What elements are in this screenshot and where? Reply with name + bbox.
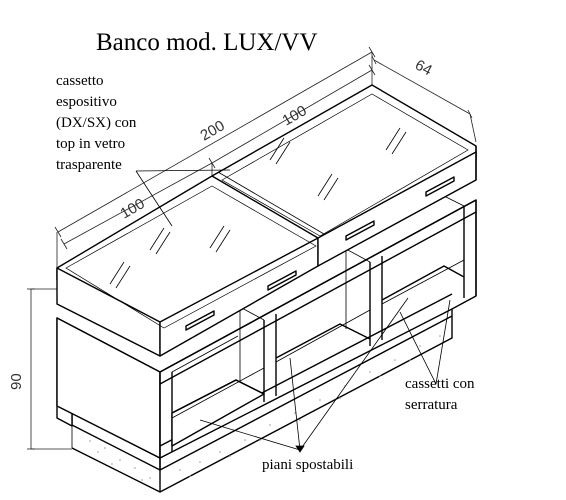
- drawer-handles: [185, 176, 455, 331]
- dim-height: 90: [8, 373, 25, 390]
- dimension-lines: [27, 46, 477, 450]
- dim-total-length: 200: [198, 117, 228, 144]
- display-drawer-label: cassetto espositivo (DX/SX) con top in v…: [56, 73, 140, 173]
- leader-lines: [135, 169, 451, 453]
- drawing-title: Banco mod. LUX/VV: [96, 29, 318, 56]
- plinth-texture: [89, 335, 441, 481]
- display-drawers: [56, 84, 477, 357]
- glass-reflections: [109, 127, 407, 289]
- lock-drawers-label: cassetti con serratura: [405, 376, 478, 413]
- lower-cabinet: [56, 193, 477, 459]
- dim-depth: 64: [412, 57, 435, 80]
- shelves-label: piani spostabili: [262, 457, 353, 473]
